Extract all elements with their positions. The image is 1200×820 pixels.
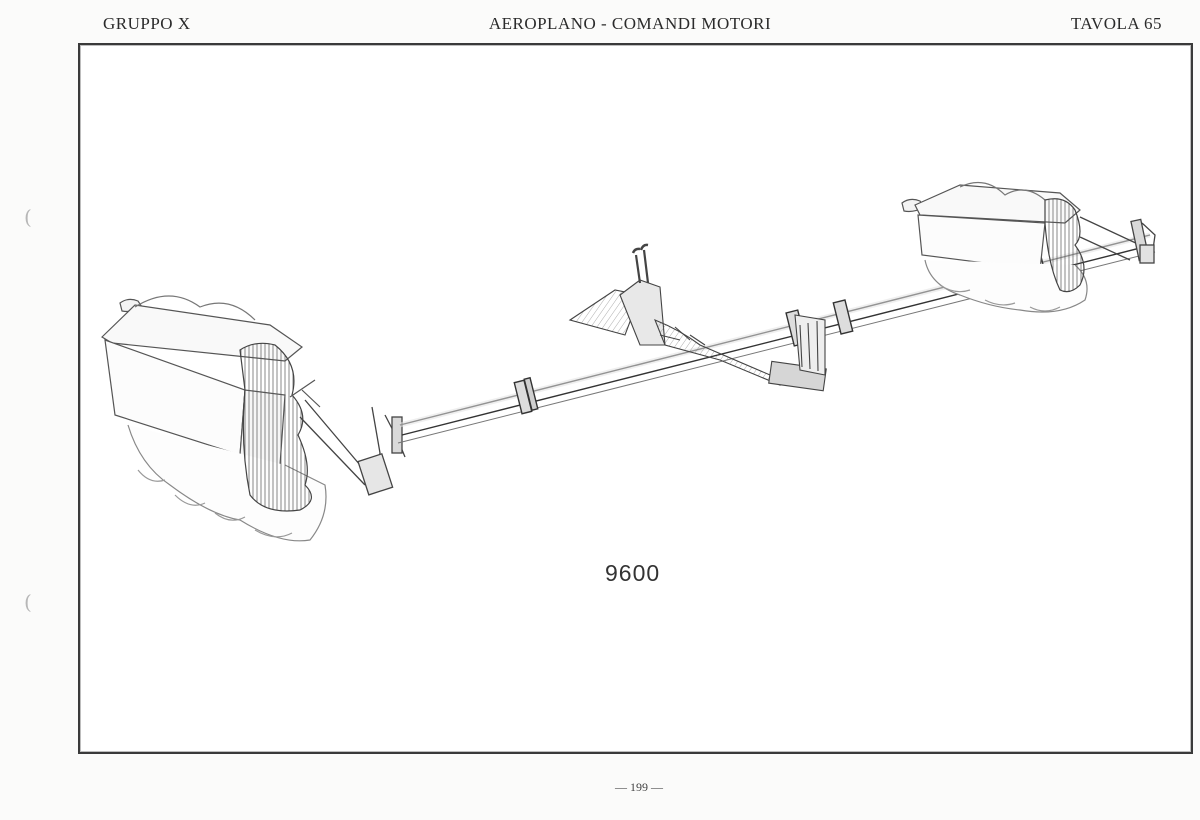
margin-mark-upper: ( bbox=[24, 205, 32, 229]
right-engine bbox=[901, 181, 1088, 313]
throttle-quadrant bbox=[568, 243, 827, 392]
left-engine bbox=[101, 295, 327, 542]
plate-title: AEROPLANO - COMANDI MOTORI bbox=[488, 14, 772, 33]
margin-mark-lower: ( bbox=[24, 590, 32, 614]
illustration-frame: 9600 bbox=[78, 43, 1193, 754]
plate-number: TAVOLA 65 bbox=[1070, 14, 1162, 33]
engine-controls-drawing bbox=[101, 181, 1156, 542]
left-linkage bbox=[299, 399, 406, 496]
right-linkage bbox=[1079, 216, 1156, 264]
page-number: — 199 — bbox=[615, 780, 663, 794]
group-label: GRUPPO X bbox=[103, 14, 191, 33]
figure-number: 9600 bbox=[605, 560, 661, 586]
